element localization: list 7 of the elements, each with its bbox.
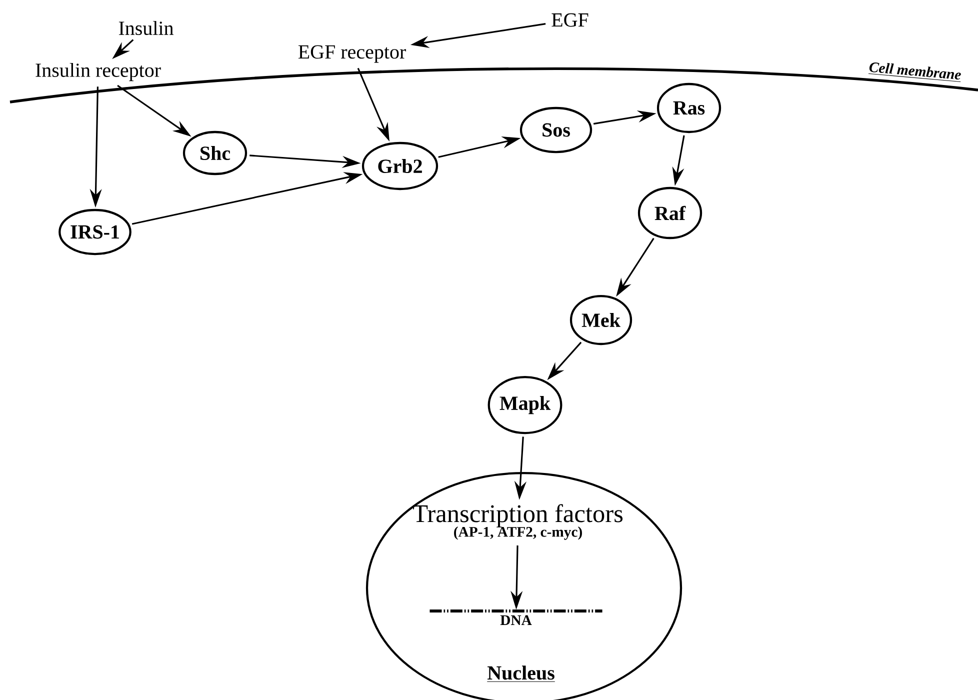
- signal-label: Insulin: [118, 20, 174, 36]
- transcription-factor-text: Transcription factors (AP-1, ATF2, c-myc): [413, 504, 623, 540]
- membrane-label: Cell membrane: [868, 62, 961, 82]
- signal-label: EGF: [552, 13, 588, 27]
- signal-label: EGF receptor: [298, 45, 406, 63]
- signal-label: Insulin receptor: [36, 62, 161, 82]
- dna-drawing: DNA: [430, 610, 602, 625]
